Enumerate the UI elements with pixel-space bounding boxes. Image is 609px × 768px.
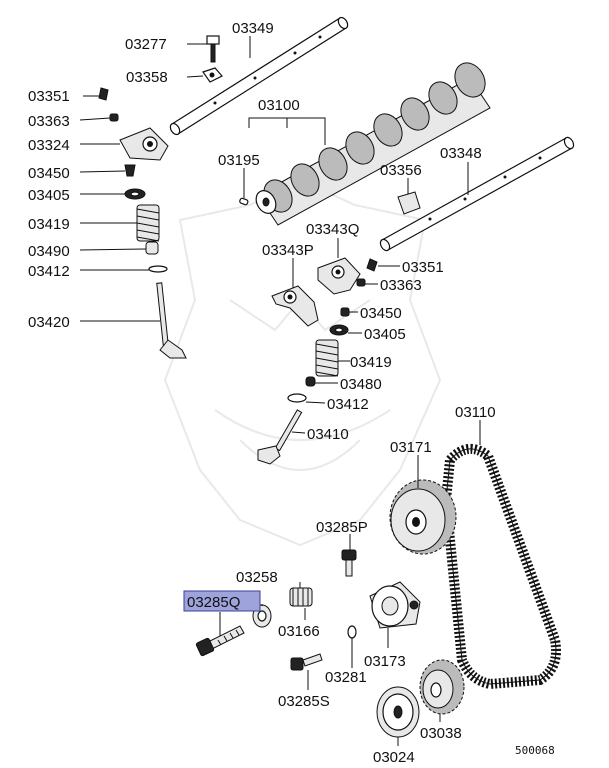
spring-03419-left <box>136 204 160 242</box>
nut-03363-left <box>109 113 119 122</box>
label-03173: 03173 <box>364 653 406 670</box>
label-03171: 03171 <box>390 439 432 456</box>
flange-03024 <box>376 686 420 738</box>
label-03343P: 03343P <box>262 242 314 259</box>
label-03363-left: 03363 <box>28 113 70 130</box>
camshaft-03100 <box>255 62 491 226</box>
sprocket-03171 <box>389 479 457 555</box>
label-03450-right: 03450 <box>360 305 402 322</box>
label-03110: 03110 <box>455 404 496 421</box>
bolt-03285Q <box>195 625 245 657</box>
valve-03410 <box>257 409 303 465</box>
spring-03351-right <box>366 258 378 272</box>
label-03356: 03356 <box>380 162 422 179</box>
label-03258: 03258 <box>236 569 278 586</box>
label-03195: 03195 <box>218 152 260 169</box>
label-03349: 03349 <box>232 20 274 37</box>
seat-03412-left <box>148 265 168 273</box>
rocker-shaft-left <box>169 16 349 136</box>
label-03450-left: 03450 <box>28 165 70 182</box>
label-03420: 03420 <box>28 314 70 331</box>
rocker-arm-03343Q <box>317 257 361 295</box>
label-03490: 03490 <box>28 243 70 260</box>
label-03351-right: 03351 <box>402 259 444 276</box>
pin-03195 <box>239 197 249 206</box>
label-03405-right: 03405 <box>364 326 406 343</box>
label-03038: 03038 <box>420 725 462 742</box>
label-03363-right: 03363 <box>380 277 422 294</box>
callout-labels: 03277 03349 03358 03351 03100 03363 0332… <box>28 20 555 766</box>
label-03277: 03277 <box>125 36 167 53</box>
label-03419-left: 03419 <box>28 216 70 233</box>
rocker-arm-03343P <box>271 285 319 327</box>
timing-belt-03110 <box>440 444 561 690</box>
label-03405-left: 03405 <box>28 187 70 204</box>
cap-03450-left <box>124 164 136 177</box>
label-03348: 03348 <box>440 145 482 162</box>
label-03285Q: 03285Q <box>187 594 240 611</box>
bracket-03358 <box>202 67 223 83</box>
label-03324: 03324 <box>28 137 70 154</box>
retainer-03405-right <box>329 324 349 336</box>
highlight-box <box>183 590 261 612</box>
label-03281: 03281 <box>325 669 367 686</box>
nut-03363-right <box>356 278 366 287</box>
label-03351-left: 03351 <box>28 88 70 105</box>
leader-lines <box>79 36 481 746</box>
label-03100: 03100 <box>258 97 300 114</box>
seal-03480 <box>305 376 316 387</box>
washer-03281 <box>347 625 357 639</box>
label-03166: 03166 <box>278 623 320 640</box>
crank-sprocket-03038 <box>419 659 465 715</box>
spring-03351-left <box>98 87 109 101</box>
rocker-arm-03324 <box>119 127 169 161</box>
bolt-03277 <box>206 35 220 63</box>
bolt-03285P <box>341 549 357 577</box>
label-03410: 03410 <box>307 426 349 443</box>
seat-03412-right <box>287 393 307 403</box>
label-03419-right: 03419 <box>350 354 392 371</box>
spring-03258 <box>289 587 313 607</box>
label-03285P: 03285P <box>316 519 368 536</box>
label-03412-left: 03412 <box>28 263 70 280</box>
spring-03419-right <box>315 339 339 377</box>
bracket-03356 <box>397 191 421 215</box>
tensioner-03173 <box>369 581 421 629</box>
retainer-03405-left <box>124 188 146 200</box>
label-03480: 03480 <box>340 376 382 393</box>
diagram-code: 500068 <box>515 744 555 757</box>
valve-03420 <box>156 282 187 359</box>
label-03343Q: 03343Q <box>306 221 359 238</box>
bolt-03285S <box>290 653 323 671</box>
label-03285S: 03285S <box>278 693 330 710</box>
seal-03490 <box>145 241 159 255</box>
label-03358: 03358 <box>126 69 168 86</box>
cap-03450-right <box>340 307 350 317</box>
rocker-shaft-right <box>379 136 575 252</box>
label-03412-right: 03412 <box>327 396 369 413</box>
label-03024: 03024 <box>373 749 415 766</box>
